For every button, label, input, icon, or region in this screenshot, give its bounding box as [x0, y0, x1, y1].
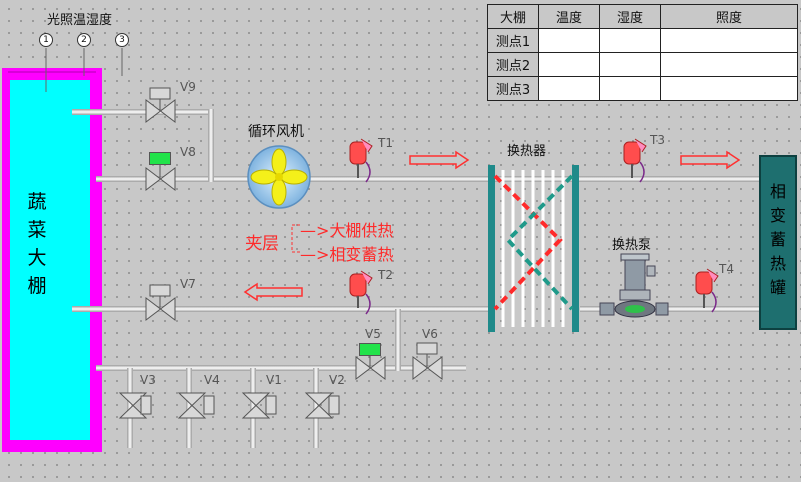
heat-exchanger-label: 换热器 — [507, 144, 547, 159]
marker-2: 2 — [77, 33, 91, 47]
valve-v1-label: V1 — [266, 373, 282, 387]
valve-v2[interactable] — [304, 392, 340, 419]
interlayer-bracket — [291, 224, 300, 253]
temperature-sensor-t2[interactable] — [349, 270, 373, 315]
flow-arrow-right-1 — [409, 150, 470, 170]
flow-arrow-left — [243, 282, 303, 302]
tank-char-3: 蓄 — [769, 230, 786, 249]
temperature-sensor-t1[interactable] — [349, 138, 373, 183]
light-1 — [660, 28, 798, 53]
table-header-temperature: 温度 — [538, 4, 600, 29]
valve-v5-status-indicator — [359, 343, 381, 356]
humidity-2 — [599, 52, 661, 77]
sensor-t2-label: T2 — [378, 268, 393, 282]
table-header-greenhouse: 大棚 — [487, 4, 539, 29]
valve-v7-label: V7 — [180, 277, 196, 291]
tank-char-4: 热 — [769, 254, 786, 273]
valve-v7[interactable] — [145, 284, 176, 322]
sensor-t3-label: T3 — [650, 133, 665, 147]
heat-exchanger[interactable] — [488, 165, 579, 332]
branch-heating-label: —>大棚供热 — [300, 221, 394, 240]
valve-v5[interactable] — [355, 354, 386, 381]
valve-v8-status-indicator — [149, 152, 171, 165]
greenhouse-char-3: 大 — [27, 247, 47, 269]
table-row: 测点3 — [487, 76, 798, 101]
humidity-3 — [599, 76, 661, 101]
marker-1: 1 — [39, 33, 53, 47]
row-name-2: 测点2 — [487, 52, 539, 77]
phase-change-tank[interactable] — [759, 155, 797, 330]
temperature-sensor-t3[interactable] — [623, 138, 647, 183]
valve-v2-label: V2 — [329, 373, 345, 387]
table-header-row: 大棚 温度 湿度 照度 — [487, 4, 798, 29]
greenhouse-char-1: 蔬 — [27, 191, 47, 213]
valve-v9[interactable] — [145, 87, 176, 124]
valve-v6-label: V6 — [422, 327, 438, 341]
marker-3: 3 — [115, 33, 129, 47]
heat-pump-label: 换热泵 — [612, 238, 652, 253]
valve-v8-label: V8 — [180, 145, 196, 159]
table-header-humidity: 湿度 — [599, 4, 661, 29]
valve-v4-label: V4 — [204, 373, 220, 387]
temp-2 — [538, 52, 600, 77]
branch-storage-label: —>相变蓄热 — [300, 245, 394, 264]
valve-v9-label: V9 — [180, 80, 196, 94]
flow-arrows — [243, 150, 741, 302]
greenhouse-char-4: 棚 — [27, 275, 47, 297]
row-name-1: 测点1 — [487, 28, 539, 53]
valve-v6[interactable] — [412, 342, 443, 381]
temperature-sensor-t4[interactable] — [695, 268, 719, 313]
valve-v8[interactable] — [145, 165, 176, 192]
flow-arrow-right-2 — [680, 150, 741, 170]
humidity-1 — [599, 28, 661, 53]
tank-char-1: 相 — [769, 182, 786, 201]
fan-label: 循环风机 — [248, 124, 304, 140]
tank-label: 相 变 蓄 热 罐 — [762, 180, 794, 300]
valve-v4[interactable] — [177, 392, 215, 419]
light-3 — [660, 76, 798, 101]
valve-v3-label: V3 — [140, 373, 156, 387]
table-row: 测点1 — [487, 28, 798, 53]
valve-v5-label: V5 — [365, 327, 381, 341]
sensor-t1-label: T1 — [378, 136, 393, 150]
light-2 — [660, 52, 798, 77]
row-name-3: 测点3 — [487, 76, 539, 101]
temp-3 — [538, 76, 600, 101]
light-temp-humidity-label: 光照温湿度 — [47, 13, 113, 28]
greenhouse-char-2: 菜 — [27, 219, 47, 241]
temp-1 — [538, 28, 600, 53]
table-row: 测点2 — [487, 52, 798, 77]
tank-char-2: 变 — [769, 206, 786, 225]
tank-char-5: 罐 — [769, 278, 786, 297]
greenhouse-label: 蔬 菜 大 棚 — [22, 188, 52, 300]
heat-exchange-pump[interactable] — [599, 253, 669, 318]
sensor-readings-table: 大棚 温度 湿度 照度 测点1 测点2 测点3 — [487, 4, 798, 101]
table-header-illuminance: 照度 — [660, 4, 798, 29]
sensor-t4-label: T4 — [719, 262, 734, 276]
valve-v1[interactable] — [241, 392, 277, 419]
circulation-fan[interactable] — [247, 145, 311, 209]
interlayer-label: 夹层 — [245, 234, 279, 254]
valve-v3[interactable] — [118, 392, 152, 419]
greenhouse — [2, 68, 102, 452]
